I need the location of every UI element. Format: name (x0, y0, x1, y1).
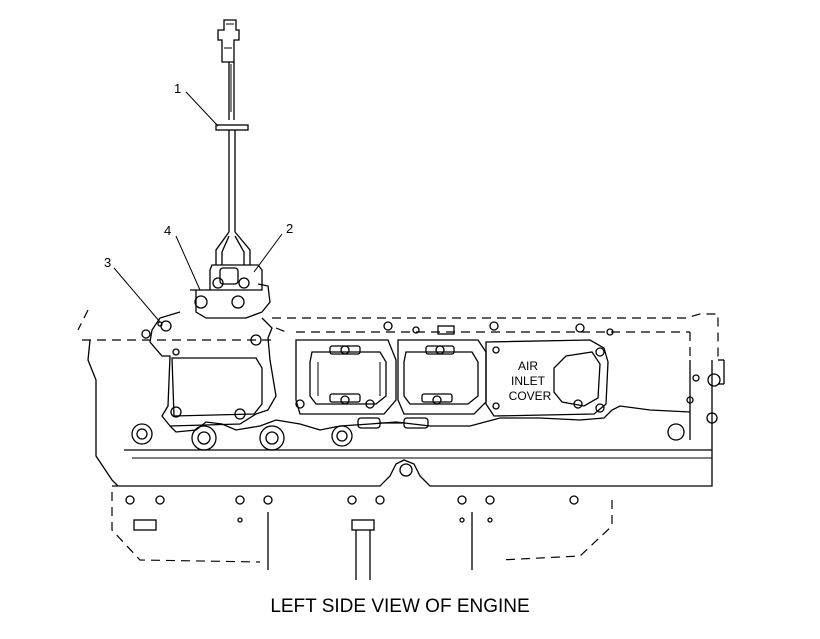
callout-leaders (113, 91, 283, 323)
callout-1: 1 (174, 81, 181, 96)
manifold-plate (141, 311, 277, 427)
callout-4: 4 (164, 223, 171, 238)
port-cover-1 (295, 339, 397, 415)
air-inlet-cover: AIR INLET COVER (485, 339, 609, 417)
callout-3: 3 (104, 255, 111, 270)
air-inlet-cover-label-2: INLET (511, 374, 546, 388)
lower-rail (87, 339, 712, 487)
air-inlet-cover-label-1: AIR (518, 359, 538, 373)
diagram-caption: LEFT SIDE VIEW OF ENGINE (270, 596, 530, 617)
callout-2: 2 (286, 221, 293, 236)
lower-housing (111, 459, 713, 580)
engine-outline (77, 309, 725, 460)
port-cover-2 (397, 339, 487, 415)
sensor-assembly (190, 264, 271, 319)
wiring-harness (215, 19, 251, 272)
air-inlet-cover-label-3: COVER (509, 389, 552, 403)
top-rail-bolts (295, 321, 614, 409)
